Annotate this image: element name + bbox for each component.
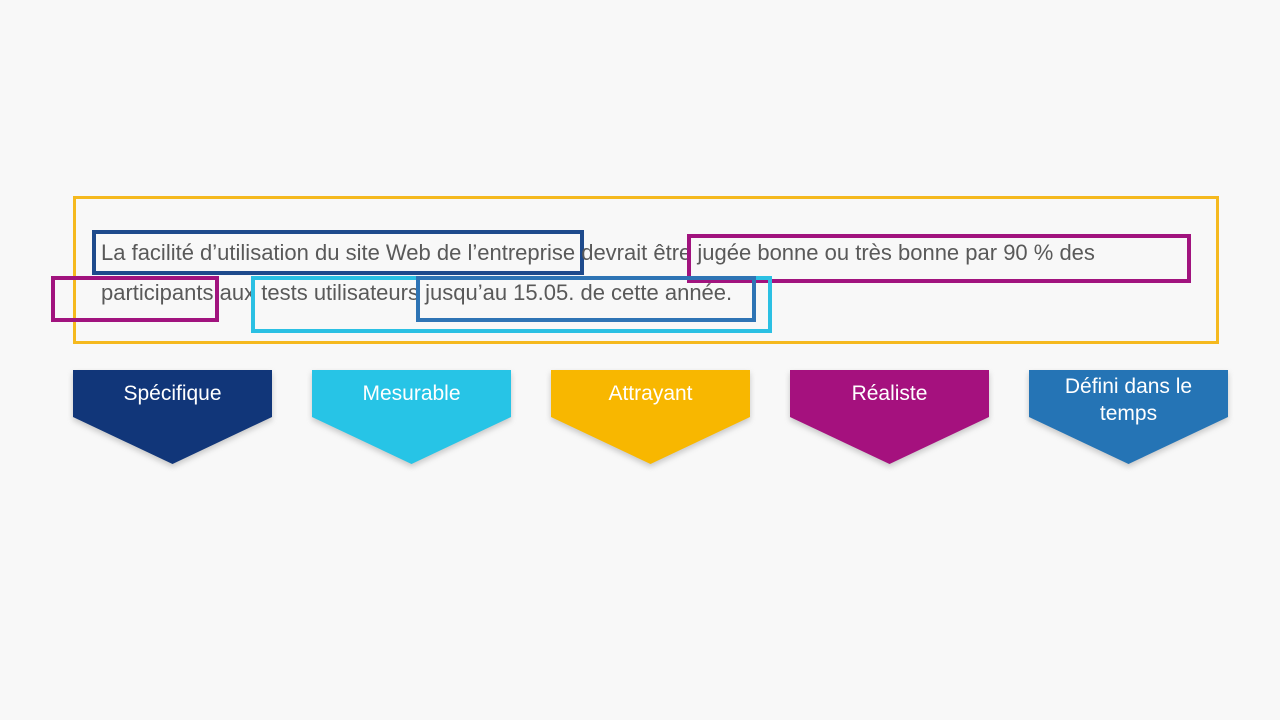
banner-measurable-shape: Mesurable	[312, 370, 511, 464]
banner-specific-shape: Spécifique	[73, 370, 272, 464]
sentence-line-2: participants aux tests utilisateurs jusq…	[51, 273, 1095, 333]
banner-measurable: Mesurable	[312, 370, 511, 464]
highlight-specific-box: La facilité d’utilisation du site Web de…	[92, 230, 585, 275]
banner-realistic-label: Réaliste	[851, 382, 928, 405]
banner-specific: Spécifique	[73, 370, 272, 464]
banner-realistic: Réaliste	[790, 370, 989, 464]
banner-measurable-label: Mesurable	[362, 382, 461, 405]
banner-row: Spécifique Mesurable Attrayant Réaliste …	[73, 370, 1228, 464]
banner-attractive-label: Attrayant	[608, 382, 693, 405]
highlight-measurable-box: tests utilisateurs jusqu’au 15.05. de ce…	[251, 276, 773, 333]
sentence-text: devrait être	[581, 240, 692, 265]
banner-timebound-label: Défini dans le temps	[1064, 375, 1193, 425]
banner-realistic-shape: Réaliste	[790, 370, 989, 464]
banner-attractive: Attrayant	[551, 370, 750, 464]
highlight-realistic-box-line1: jugée bonne ou très bonne par 90 % des	[687, 234, 1191, 283]
goal-sentence: La facilité d’utilisation du site Web de…	[51, 230, 1191, 333]
highlight-timebound-box: jusqu’au 15.05. de cette année.	[416, 276, 757, 322]
sentence-text: aux	[219, 280, 256, 305]
sentence-text: tests utilisateurs	[261, 280, 419, 305]
banner-attractive-shape: Attrayant	[551, 370, 750, 464]
goal-frame	[73, 196, 1219, 344]
sentence-line-1: La facilité d’utilisation du site Web de…	[92, 230, 1191, 283]
highlight-realistic-box-line2: participants	[51, 276, 219, 322]
banner-specific-label: Spécifique	[123, 382, 222, 405]
banner-timebound: Défini dans le temps	[1029, 370, 1228, 464]
banner-timebound-shape: Défini dans le temps	[1029, 370, 1228, 464]
